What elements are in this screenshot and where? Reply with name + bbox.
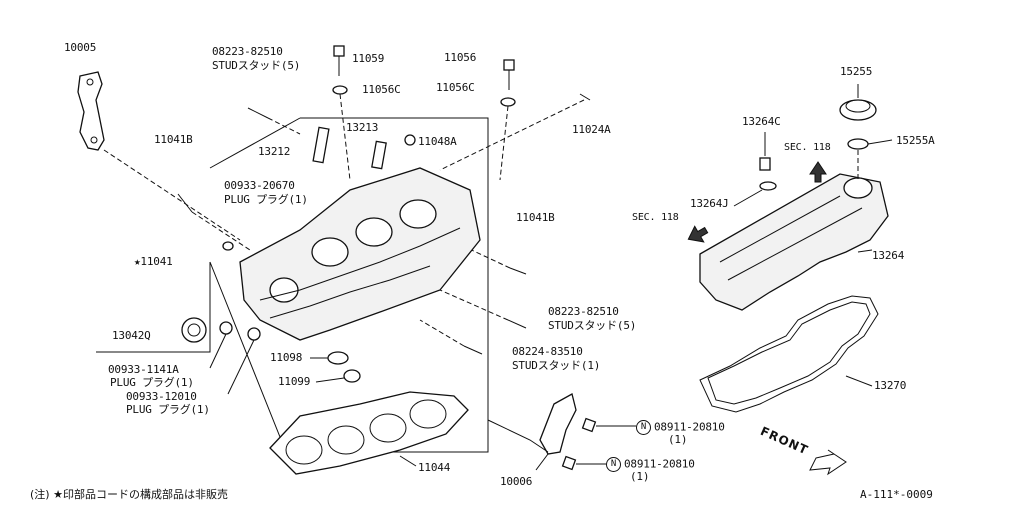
nut-08911-b — [561, 455, 577, 471]
gasket-11099 — [343, 369, 361, 383]
port-2 — [355, 217, 393, 247]
label-15255a: 15255A — [896, 134, 935, 147]
bolt-11056 — [503, 59, 515, 71]
plug-00933-20670 — [222, 241, 234, 251]
head-frame — [209, 117, 489, 453]
label-13264c: 13264C — [742, 115, 781, 128]
stud-11041b-right — [509, 267, 527, 275]
plug-00933-1141a — [219, 321, 233, 335]
label-stud-top: STUDスタッド(5) — [212, 59, 301, 72]
port-4 — [269, 277, 299, 303]
label-11099: 11099 — [278, 375, 311, 388]
valve-cover-13264 — [699, 173, 889, 311]
plug-00933-12010 — [247, 327, 261, 341]
label-plug-20670: PLUG プラグ(1) — [224, 193, 308, 206]
stud-08224 — [463, 345, 483, 355]
label-stud-mid: STUDスタッド(5) — [548, 319, 637, 332]
label-08911-a-number: 08911-20810 — [654, 420, 725, 434]
washer-11056c-a — [332, 85, 348, 95]
stud-08223-mid — [507, 319, 527, 329]
gasket-11098 — [327, 351, 349, 365]
diagram-code: A-111*-0009 — [860, 488, 933, 501]
circle-n-a: N — [636, 420, 651, 435]
label-00933-1141a: 00933-1141A — [108, 363, 179, 376]
head-gasket-11044 — [269, 391, 469, 475]
label-11044: 11044 — [418, 461, 451, 474]
label-11098: 11098 — [270, 351, 303, 364]
port-1 — [311, 237, 349, 267]
nut-08911-a — [581, 417, 597, 433]
bolt-13264c — [759, 157, 771, 171]
bracket-10005 — [77, 71, 105, 151]
label-13212: 13212 — [258, 145, 291, 158]
gasket-13270 — [699, 295, 879, 413]
stud-top — [247, 107, 269, 119]
label-11024a: 11024A — [572, 123, 611, 136]
label-15255: 15255 — [840, 65, 873, 78]
pin-11024a — [579, 93, 591, 101]
seal-13042q — [181, 317, 207, 343]
dash-10005 — [103, 149, 241, 241]
label-10005: 10005 — [64, 41, 97, 54]
label-11056c-a: 11056C — [362, 83, 401, 96]
label-13213: 13213 — [346, 121, 379, 134]
arrow-sec118-b — [687, 225, 709, 243]
guide-13212 — [312, 126, 330, 164]
front-arrow — [809, 449, 847, 476]
label-11041b-left: 11041B — [154, 133, 193, 146]
washer-13264j — [759, 181, 777, 191]
label-11041: ★11041 — [134, 255, 173, 268]
label-11056c-b: 11056C — [436, 81, 475, 94]
circle-n-b: N — [606, 457, 621, 472]
label-11048a: 11048A — [418, 135, 457, 148]
label-sec118-a: SEC. 118 — [784, 142, 831, 153]
label-10006: 10006 — [500, 475, 533, 488]
label-13264: 13264 — [872, 249, 905, 262]
label-plug-1141a: PLUG プラグ(1) — [110, 376, 194, 389]
head-frame-diag — [209, 117, 301, 169]
gasket-15255a — [847, 138, 869, 150]
washer-11056c-b — [500, 97, 516, 107]
port-3 — [399, 199, 437, 229]
leader-11041 — [96, 262, 211, 353]
label-08224: 08224-83510 — [512, 345, 583, 358]
label-08911-b-number: 08911-20810 — [624, 457, 695, 471]
label-11059: 11059 — [352, 52, 385, 65]
oil-cap-15255 — [839, 99, 877, 121]
label-11056: 11056 — [444, 51, 477, 64]
label-sec118-b: SEC. 118 — [632, 212, 679, 223]
label-08223-top: 08223-82510 — [212, 45, 283, 58]
label-08223-mid: 08223-82510 — [548, 305, 619, 318]
filler-neck — [843, 177, 873, 199]
label-00933-12010: 00933-12010 — [126, 390, 197, 403]
label-13264j: 13264J — [690, 197, 729, 210]
bolt-11059 — [333, 45, 345, 57]
label-00933-20670: 00933-20670 — [224, 179, 295, 192]
stud-11041b-left — [177, 193, 193, 213]
guide-13213 — [371, 140, 387, 170]
label-11041b-right: 11041B — [516, 211, 555, 224]
label-08911-b-qty: (1) — [630, 470, 650, 483]
label-stud-08224: STUDスタッド(1) — [512, 359, 601, 372]
part-11048a — [404, 134, 416, 146]
footer-note: (注) ★印部品コードの構成部品は非販売 — [30, 488, 228, 501]
bracket-10006 — [539, 393, 577, 455]
label-plug-12010: PLUG プラグ(1) — [126, 403, 210, 416]
dash-11024a — [439, 99, 585, 171]
label-08911-a-qty: (1) — [668, 433, 688, 446]
label-13042q: 13042Q — [112, 329, 151, 342]
arrow-sec118-a — [809, 161, 827, 183]
label-13270: 13270 — [874, 379, 907, 392]
